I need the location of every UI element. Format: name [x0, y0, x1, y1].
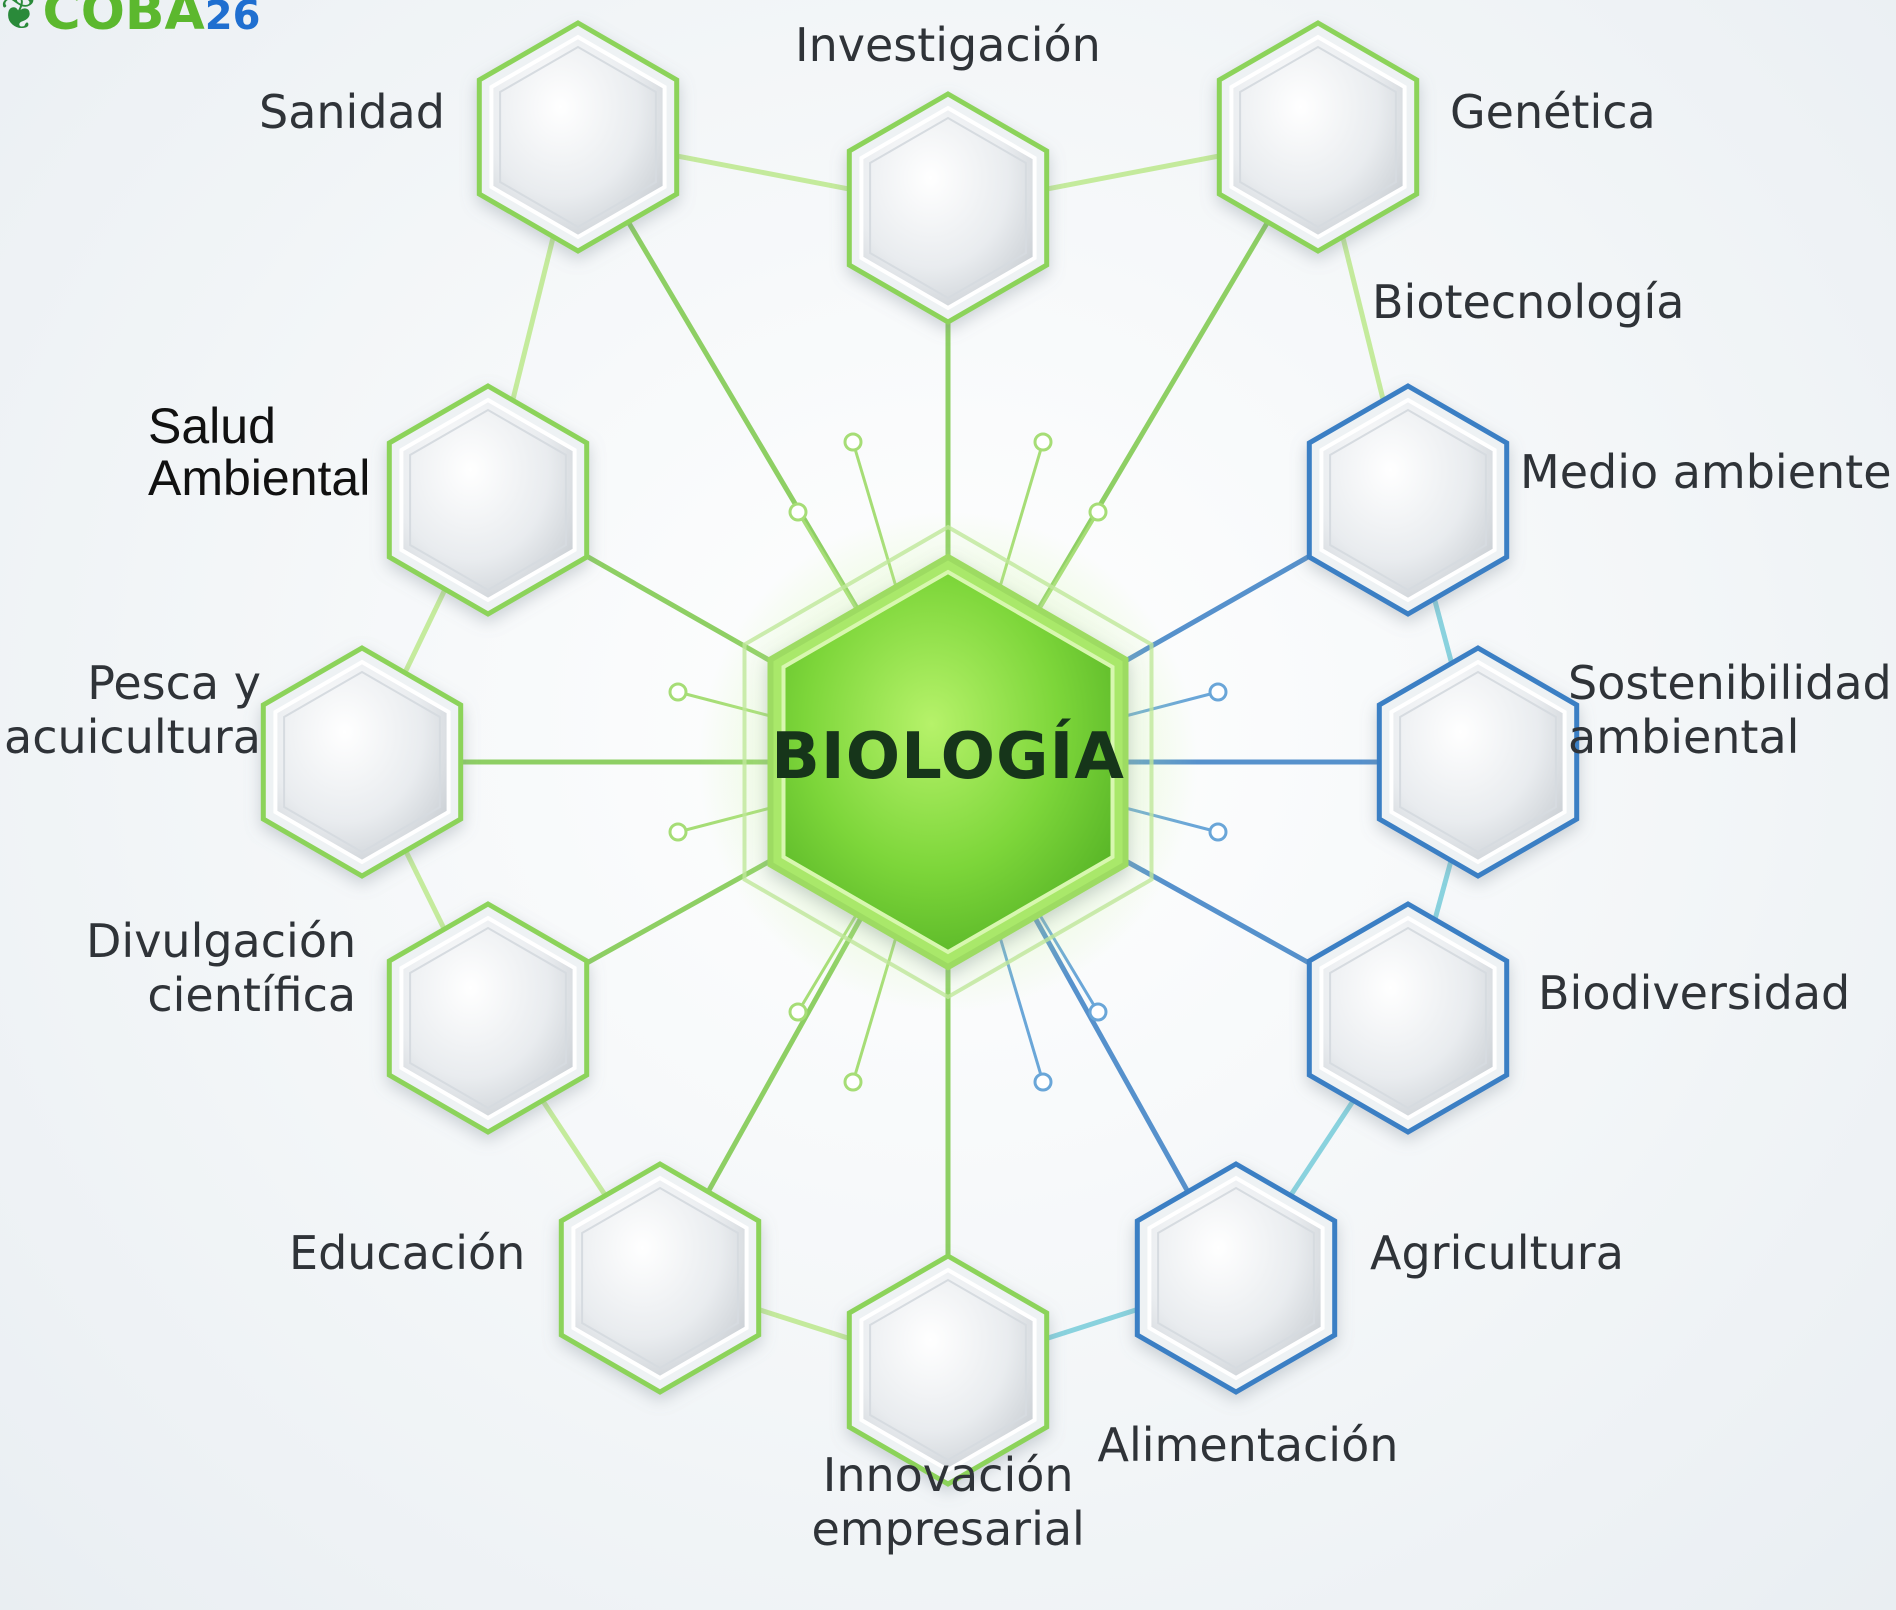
circuit-node [1208, 682, 1228, 702]
label-line: Divulgación [86, 914, 357, 968]
hexagon-pesca [260, 645, 464, 879]
label-biotecnologia: Biotecnología [1372, 275, 1685, 329]
label-line: Agricultura [1370, 1226, 1624, 1280]
label-line: ambiental [1568, 710, 1800, 764]
logo: ❦COBA26 [0, 0, 260, 42]
label-line: Medio ambiente [1520, 445, 1892, 499]
center-hexagon [698, 512, 1198, 1012]
label-line: Ambiental [148, 450, 371, 506]
circuit-node [1088, 1002, 1108, 1022]
circuit-node [788, 502, 808, 522]
circuit-node [843, 1072, 863, 1092]
label-alimentacion: Alimentación [1098, 1418, 1399, 1472]
logo-number: 26 [204, 0, 261, 39]
circuit-node [1088, 502, 1108, 522]
label-sanidad: Sanidad [259, 85, 445, 139]
hexagon-agricultura [1134, 1161, 1338, 1395]
label-genetica: Genética [1450, 85, 1656, 139]
label-line: Biotecnología [1372, 275, 1685, 329]
hexagon-sostenibilidad [1376, 645, 1580, 879]
circuit-node [1033, 432, 1053, 452]
label-agricultura: Agricultura [1370, 1226, 1624, 1280]
hexagon-biodiversidad [1306, 901, 1510, 1135]
label-investigacion: Investigación [795, 18, 1101, 72]
label-line: Alimentación [1097, 1418, 1399, 1472]
leaf-logo-icon: ❦ [0, 0, 39, 40]
circuit-node [1208, 822, 1228, 842]
circuit-node [843, 432, 863, 452]
circuit-node [668, 682, 688, 702]
label-line: Innovación [822, 1448, 1074, 1502]
label-line: Sostenibilidad [1568, 656, 1892, 710]
label-line: Educación [289, 1226, 526, 1280]
label-line: empresarial [811, 1502, 1085, 1556]
label-line: Salud [148, 398, 276, 454]
label-line: Biodiversidad [1538, 966, 1851, 1020]
logo-text: COBA [42, 0, 205, 42]
label-line: científica [147, 968, 357, 1022]
circuit-node [788, 1002, 808, 1022]
center-outer-frame [742, 524, 1154, 1000]
label-biodiversidad: Biodiversidad [1538, 966, 1850, 1020]
hexagon-medio-ambiente [1306, 383, 1510, 617]
hexagon-divulgacion [386, 901, 590, 1135]
topic-hexagons [260, 20, 1580, 1487]
label-line: Genética [1450, 85, 1656, 139]
label-educacion: Educación [289, 1226, 525, 1280]
hexagon-salud-ambiental [386, 383, 590, 617]
hexagon-genetica [1216, 20, 1420, 254]
label-medio-ambiente: Medio ambiente [1520, 445, 1892, 499]
label-line: Investigación [795, 18, 1101, 72]
circuit-node [668, 822, 688, 842]
label-line: acuicultura [4, 710, 261, 764]
hexagon-investigacion [846, 91, 1050, 325]
hexagon-innovacion [846, 1253, 1050, 1487]
label-line: Pesca y [87, 656, 261, 710]
circuit-node [1033, 1072, 1053, 1092]
center-hex-fill [781, 569, 1115, 955]
hexagon-educacion [558, 1161, 762, 1395]
label-line: Sanidad [259, 85, 445, 139]
center-title: BIOLOGÍA [771, 720, 1125, 794]
hexagon-sanidad [476, 20, 680, 254]
